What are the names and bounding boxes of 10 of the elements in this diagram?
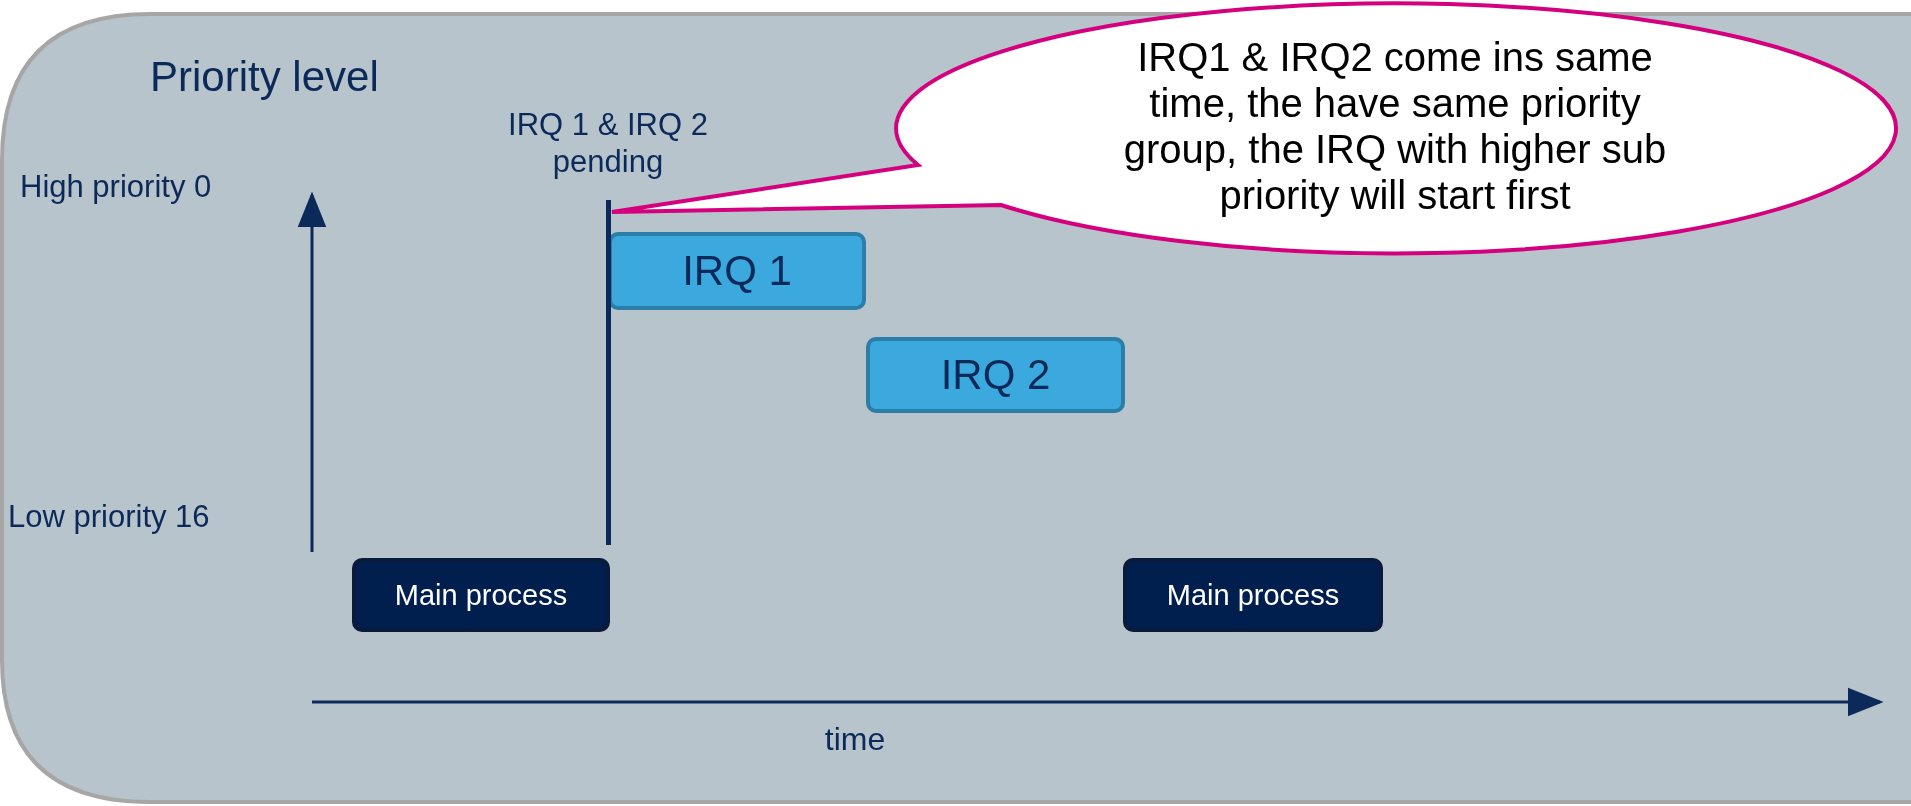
axis-label: Low priority 16 <box>8 498 211 536</box>
process-box: IRQ 2 <box>866 337 1125 413</box>
axis-label: time <box>823 720 887 759</box>
process-box: Main process <box>1123 558 1383 632</box>
process-box: Main process <box>352 558 610 632</box>
event-label: IRQ 1 & IRQ 2 pending <box>507 106 709 181</box>
axis-label: High priority 0 <box>20 168 213 206</box>
callout-text: IRQ1 & IRQ2 come ins same time, the have same priority group, the IRQ with higher sub priority will start first <box>1122 34 1668 218</box>
title-label: Priority level <box>150 52 380 102</box>
process-box: IRQ 1 <box>608 232 866 310</box>
